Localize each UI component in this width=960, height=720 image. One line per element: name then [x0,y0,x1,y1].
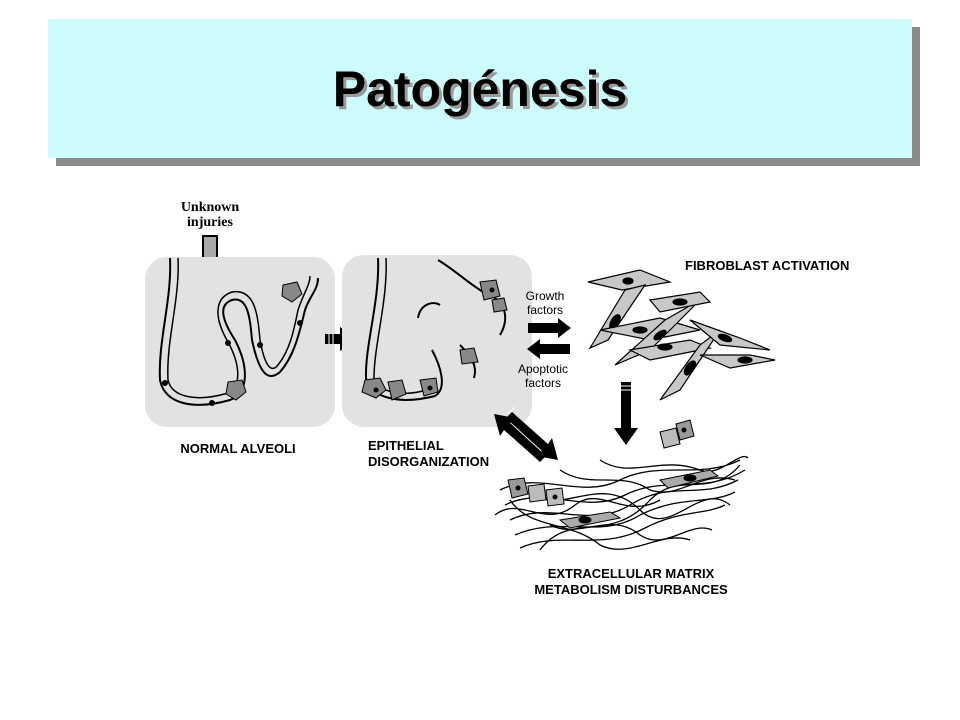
ecm-epithelial-cells [508,420,694,506]
fibroblast-activation-label: FIBROBLAST ACTIVATION [685,258,849,273]
fibroblast-cells [588,270,775,400]
ecm-label-line1: EXTRACELLULAR MATRIX [548,566,715,581]
down-arrow-icon [614,382,638,445]
apoptotic-factors-label-line2: factors [525,376,561,390]
unknown-injuries-label-line1: Unknown [181,200,240,215]
unknown-injuries-label-line2: injuries [187,215,233,230]
ecm-label-line2: METABOLISM DISTURBANCES [534,582,728,597]
growth-factors-arrow-icon [528,318,571,338]
epithelial-disorganization-label-line2: DISORGANIZATION [368,454,489,469]
growth-factors-label-line1: Growth [526,289,565,303]
normal-alveoli-label: NORMAL ALVEOLI [180,441,295,456]
epithelial-disorganization-panel [342,255,532,427]
normal-alveoli-panel [145,257,335,427]
apoptotic-factors-arrow-icon [527,339,570,359]
apoptotic-factors-label-line1: Apoptotic [518,362,568,376]
growth-factors-label-line2: factors [527,303,563,317]
epithelial-disorganization-label-line1: EPITHELIAL [368,438,444,453]
